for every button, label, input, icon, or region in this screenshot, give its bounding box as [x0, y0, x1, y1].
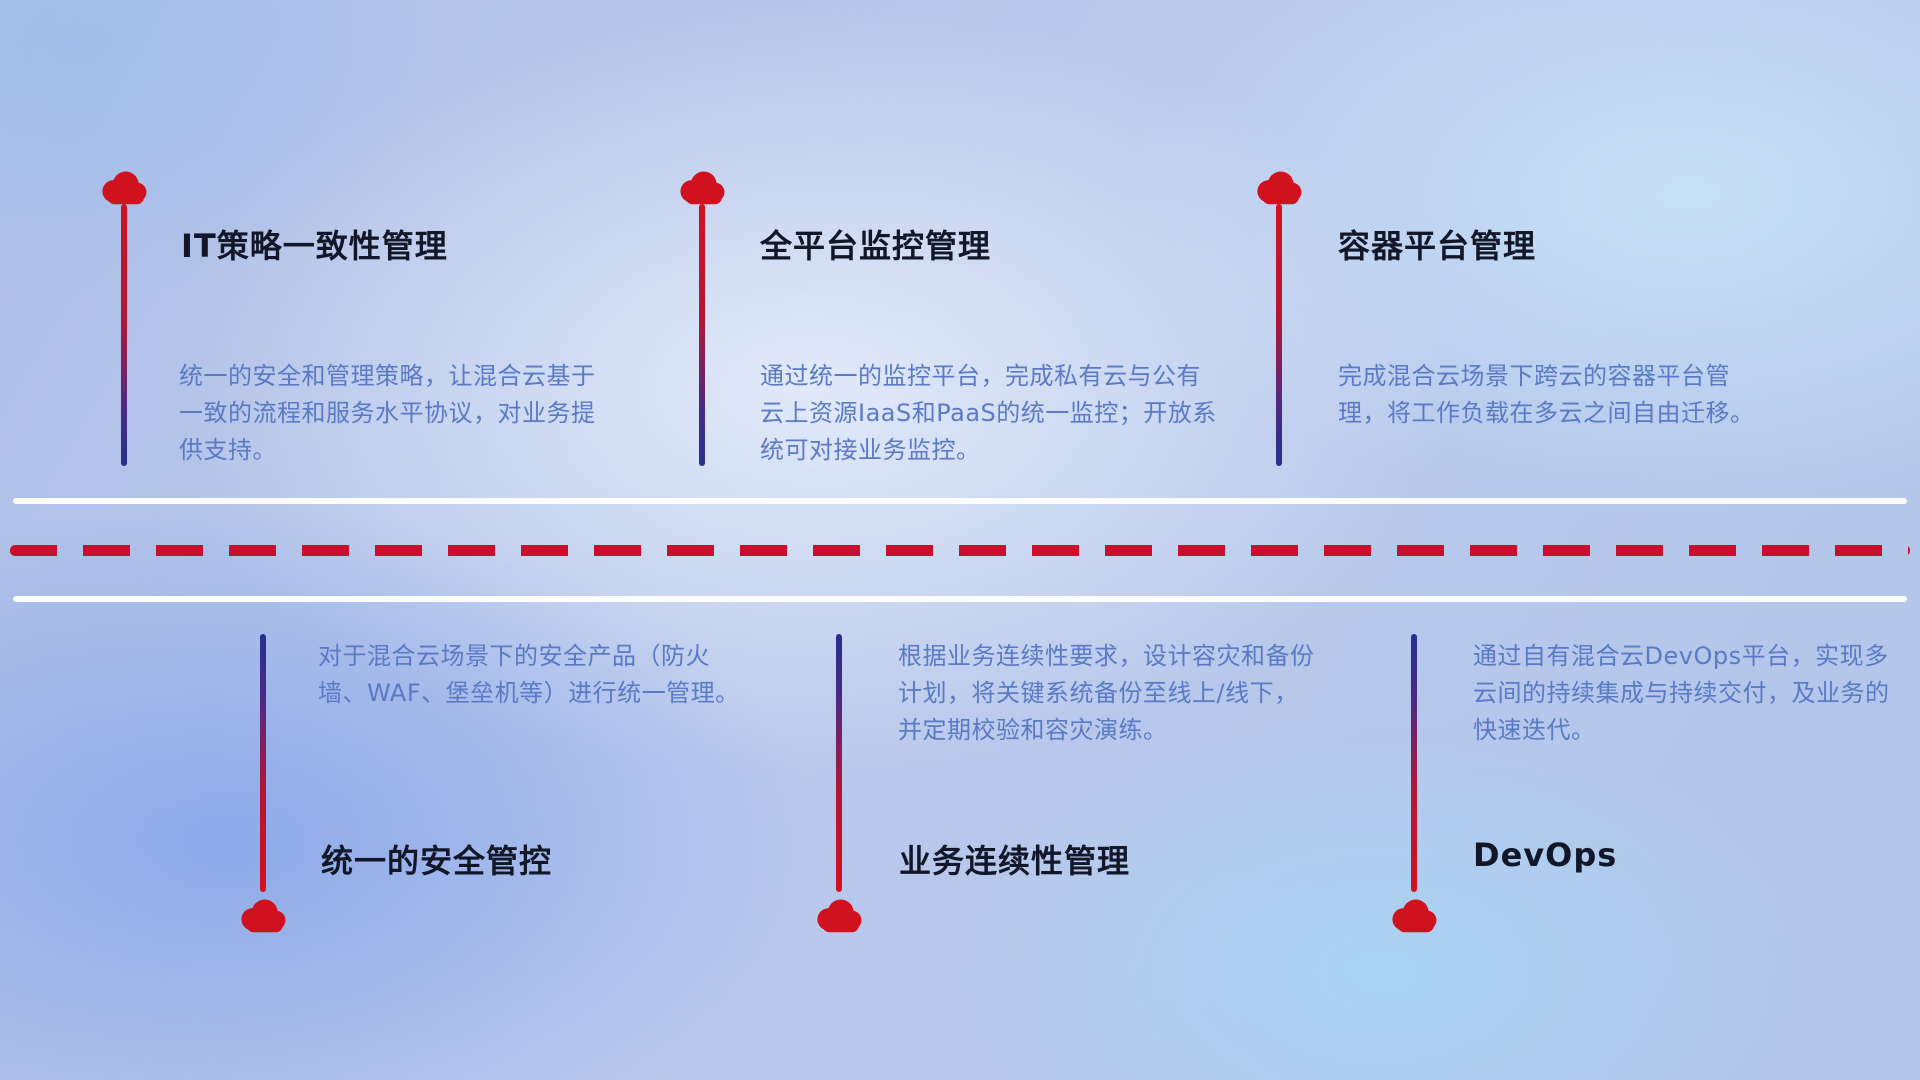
item-title: 业务连续性管理: [899, 842, 1131, 880]
item-title: 统一的安全管控: [321, 842, 553, 880]
dashed-divider: [10, 545, 1910, 556]
item-description: 对于混合云场景下的安全产品（防火墙、WAF、堡垒机等）进行统一管理。: [318, 642, 740, 707]
cloud-icon: [811, 896, 867, 934]
solid-divider-bottom: [13, 596, 1907, 602]
item-title: 全平台监控管理: [760, 227, 992, 265]
timeline-stem: [836, 634, 842, 892]
cloud-icon: [1386, 896, 1442, 934]
item-description: 通过统一的监控平台，完成私有云与公有云上资源IaaS和PaaS的统一监控；开放系…: [760, 362, 1217, 464]
item-title: IT策略一致性管理: [181, 227, 448, 265]
cloud-icon: [96, 168, 152, 206]
item-title: DevOps: [1473, 836, 1618, 874]
item-description: 通过自有混合云DevOps平台，实现多云间的持续集成与持续交付，及业务的快速迭代…: [1473, 642, 1890, 744]
item-description: 完成混合云场景下跨云的容器平台管理，将工作负载在多云之间自由迁移。: [1338, 362, 1755, 427]
cloud-icon: [1251, 168, 1307, 206]
cloud-icon: [235, 896, 291, 934]
timeline-stem: [121, 204, 127, 466]
item-title: 容器平台管理: [1338, 227, 1537, 265]
timeline-stem: [699, 204, 705, 466]
timeline-stem: [1276, 204, 1282, 466]
timeline-stem: [1411, 634, 1417, 892]
cloud-icon: [674, 168, 730, 206]
timeline-stem: [260, 634, 266, 892]
item-description: 根据业务连续性要求，设计容灾和备份计划，将关键系统备份至线上/线下，并定期校验和…: [898, 642, 1315, 744]
solid-divider-top: [13, 498, 1907, 504]
item-description: 统一的安全和管理策略，让混合云基于一致的流程和服务水平协议，对业务提供支持。: [179, 362, 596, 464]
